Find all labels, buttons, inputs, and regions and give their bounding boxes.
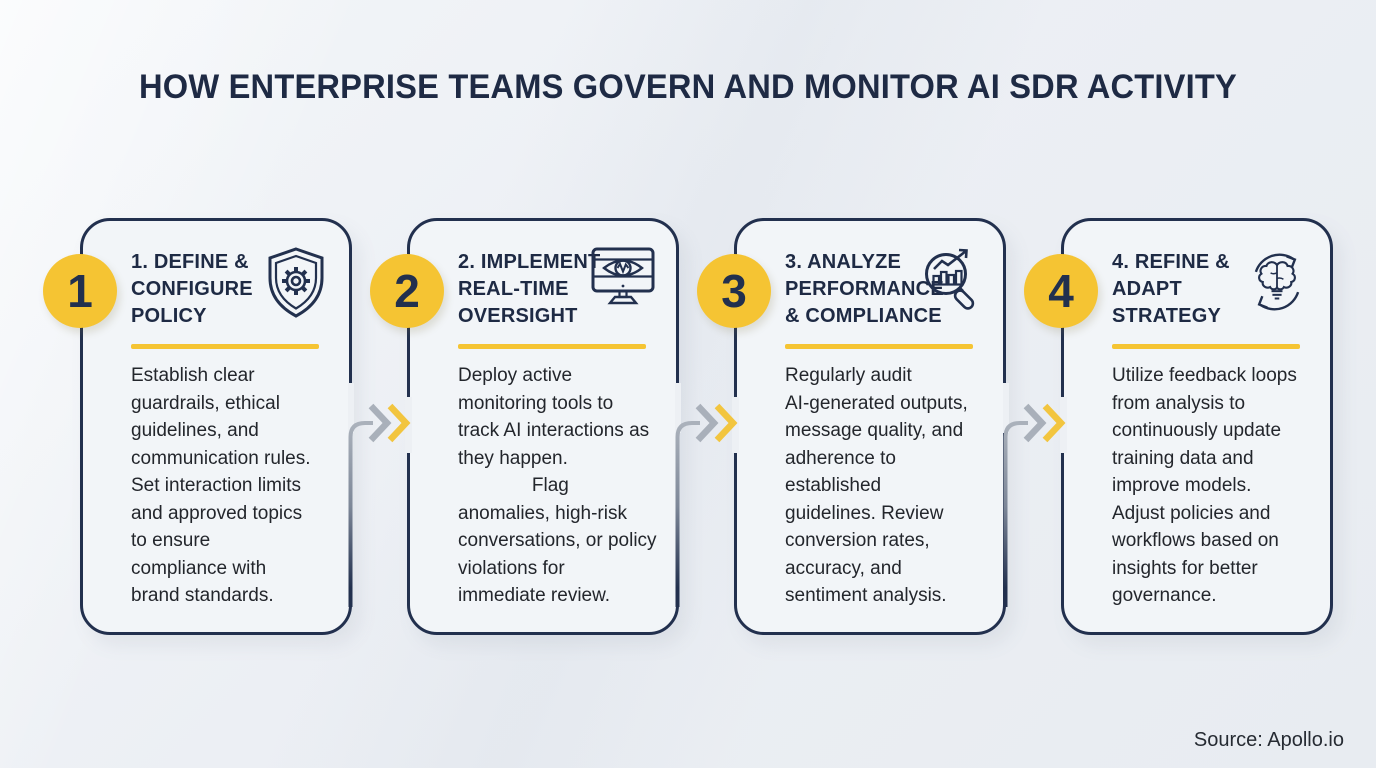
title-underline: [785, 344, 973, 349]
shield-gear-icon: [263, 245, 329, 325]
page-title: HOW ENTERPRISE TEAMS GOVERN AND MONITOR …: [138, 68, 1238, 106]
title-underline: [458, 344, 646, 349]
title-underline: [131, 344, 319, 349]
step-title: 2. IMPLEMENT REAL-TIME OVERSIGHT: [458, 251, 601, 327]
step-number-badge: 1: [43, 254, 117, 328]
card-header: 1. DEFINE & CONFIGURE POLICY: [131, 247, 331, 332]
magnifier-chart-icon: [917, 245, 983, 325]
arrow-connector-1: [338, 383, 422, 607]
step-number: 1: [67, 265, 93, 317]
brain-refresh-icon: [1244, 245, 1310, 325]
title-underline: [1112, 344, 1300, 349]
step-description: Utilize feedback loops from analysis to …: [1112, 365, 1297, 606]
step-card-3: 3 3. ANALYZE PERFORMANCE & COMPLIANCE: [697, 218, 1006, 635]
step-title: 3. ANALYZE PERFORMANCE & COMPLIANCE: [785, 251, 944, 327]
source-attribution: Source: Apollo.io: [1193, 729, 1344, 751]
steps-row: 1 1. DEFINE & CONFIGURE POLICY: [43, 218, 1333, 635]
step-description: Regularly audit AI-generated outputs, me…: [785, 365, 968, 606]
step-card-4: 4 4. REFINE & ADAPT STRATEGY: [1024, 218, 1333, 635]
arrow-connector-2: [665, 383, 749, 607]
step-number: 3: [721, 265, 747, 317]
card-header: 4. REFINE & ADAPT STRATEGY: [1112, 249, 1312, 332]
step-card-1: 1 1. DEFINE & CONFIGURE POLICY: [43, 218, 352, 635]
card-header: 3. ANALYZE PERFORMANCE & COMPLIANCE: [785, 248, 985, 332]
step-title: 4. REFINE & ADAPT STRATEGY: [1112, 251, 1230, 327]
step-card-2: 2 2. IMPLEMENT REAL-TIME OVERSIGHT Depl: [370, 218, 679, 635]
step-description: Establish clear guardrails, ethical guid…: [131, 365, 311, 606]
step-number-badge: 3: [697, 254, 771, 328]
step-number-badge: 4: [1024, 254, 1098, 328]
step-description: Deploy active monitoring tools to track …: [458, 365, 657, 606]
step-number: 4: [1048, 265, 1074, 317]
card-header: 2. IMPLEMENT REAL-TIME OVERSIGHT: [458, 247, 658, 332]
step-title: 1. DEFINE & CONFIGURE POLICY: [131, 251, 253, 327]
step-number: 2: [394, 265, 420, 317]
monitor-eye-icon: [590, 245, 656, 325]
step-number-badge: 2: [370, 254, 444, 328]
arrow-connector-3: [993, 383, 1077, 607]
